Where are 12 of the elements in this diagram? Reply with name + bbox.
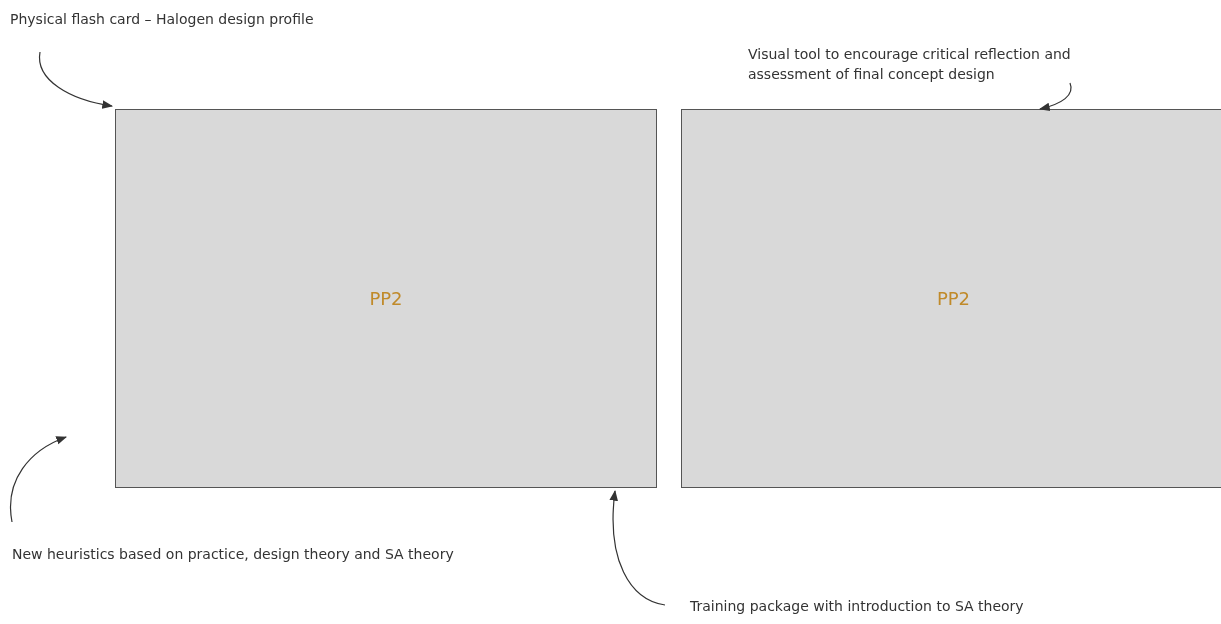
curved-arrow: [609, 489, 666, 606]
annotation-text: Visual tool to encourage critical reflection and assessment of final concept design: [748, 45, 1078, 85]
annotation-text: Physical flash card – Halogen design profile: [10, 10, 480, 30]
curved-arrow: [38, 51, 114, 109]
curved-arrow: [1038, 82, 1072, 111]
annotation-text: New heuristics based on practice, design theory and SA theory: [12, 545, 457, 565]
image-panel: [681, 109, 1221, 488]
panel-label: PP2: [369, 288, 403, 309]
panel-label: PP2: [936, 288, 971, 309]
curved-arrow: [10, 436, 67, 523]
annotation-text: Training package with introduction to SA theory: [690, 597, 1150, 617]
image-panel: [115, 109, 657, 488]
